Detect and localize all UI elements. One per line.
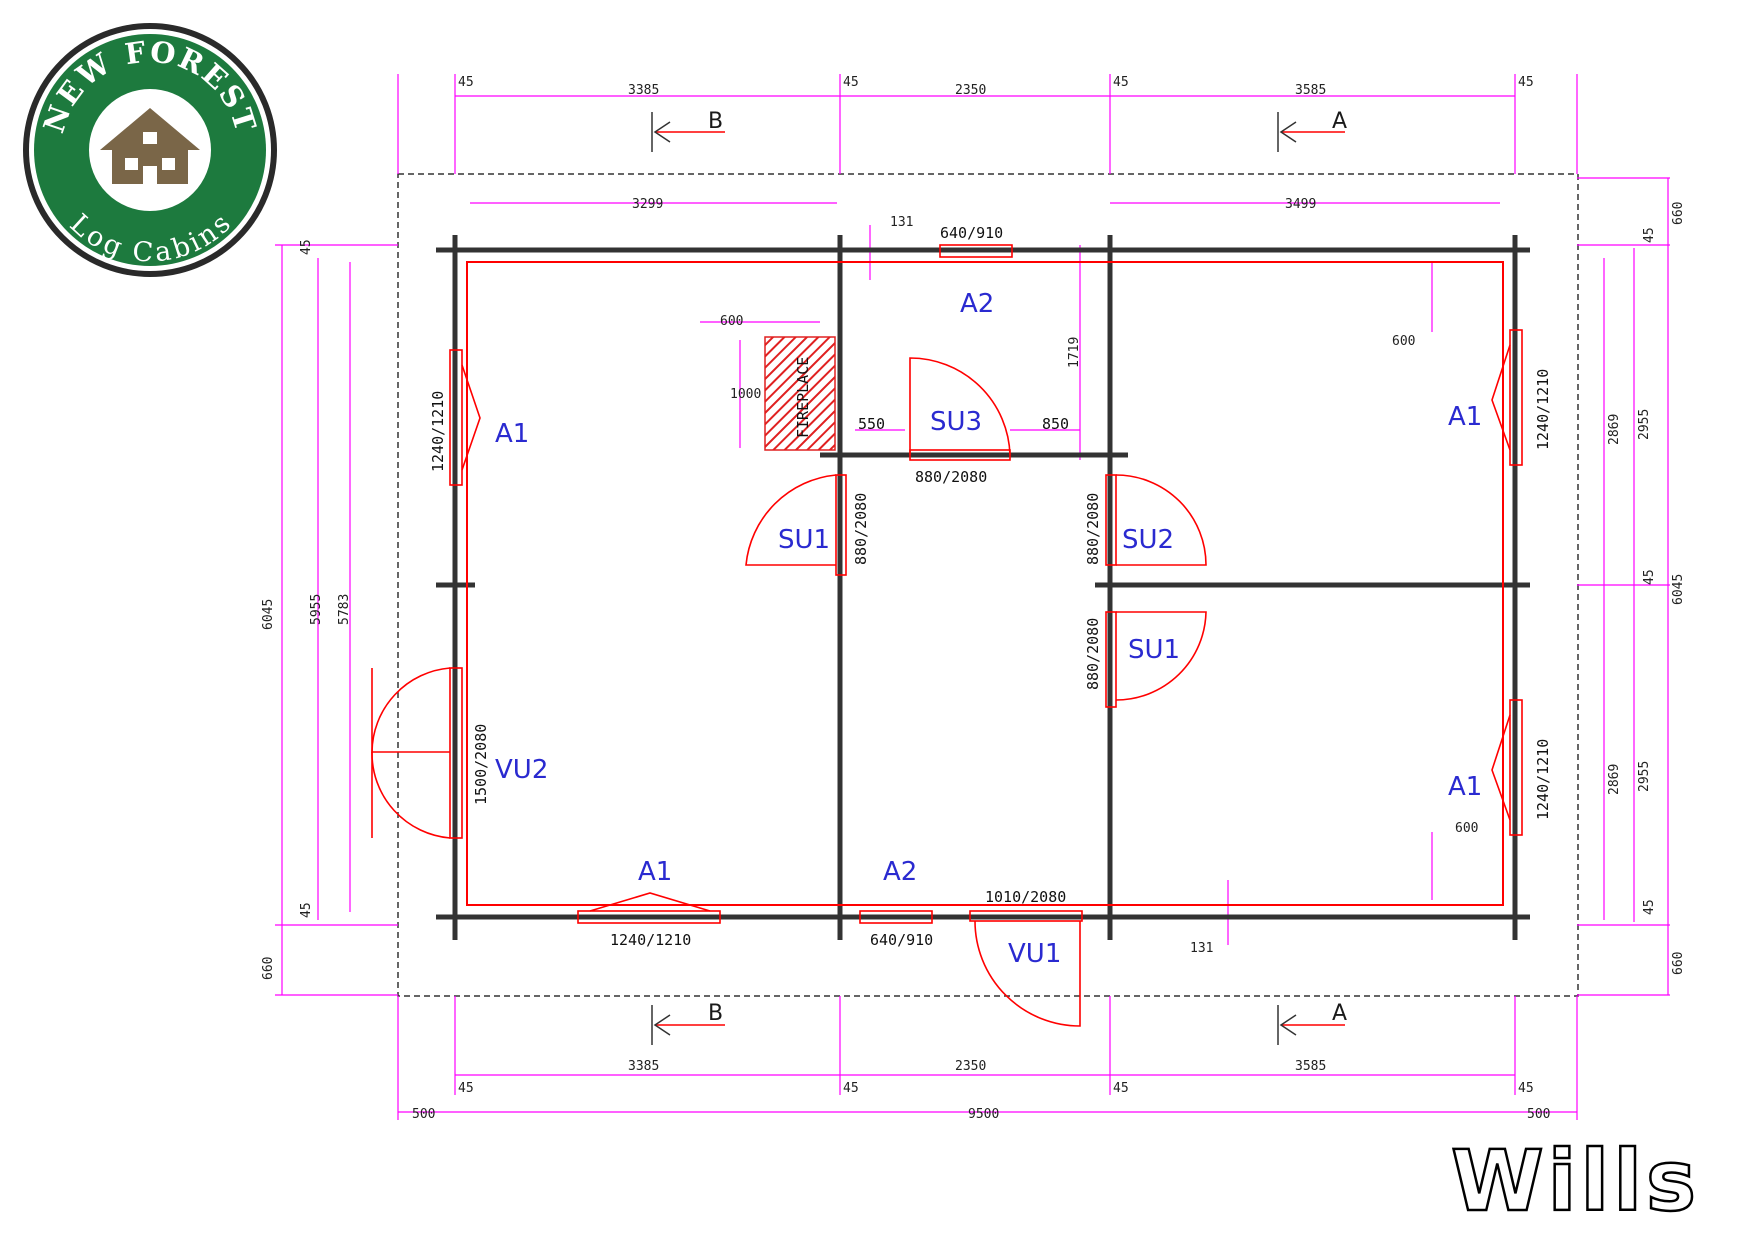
dim-fireplace-600: 600: [720, 314, 743, 329]
dim-right-45-bottom: 45: [1642, 899, 1657, 915]
dim-bottom-500b: 500: [1527, 1107, 1550, 1122]
dim-left-5955: 5955: [309, 594, 324, 625]
opening-a1-left-label: A1: [495, 419, 529, 449]
dim-bottom-45c: 45: [1113, 1081, 1129, 1096]
new-forest-logo: NEW FOREST Log Cabins: [23, 23, 277, 277]
section-markers: [651, 112, 1345, 1045]
opening-a1-left-size: 1240/1210: [429, 391, 447, 472]
dim-top-6: 45: [1518, 75, 1534, 90]
dim-131-bottom: 131: [1190, 941, 1213, 956]
opening-a1-right-top-size: 1240/1210: [1534, 369, 1552, 450]
opening-su1-left-label: SU1: [778, 525, 830, 555]
opening-su1-right-size: 880/2080: [1084, 618, 1102, 690]
dim-left-45-top: 45: [299, 239, 314, 255]
opening-vu2-label: VU2: [495, 755, 548, 785]
dim-right-45-top: 45: [1642, 227, 1657, 243]
opening-su1-left-size: 880/2080: [852, 493, 870, 565]
dim-bottom-2350: 2350: [955, 1059, 986, 1074]
opening-vu2-size: 1500/2080: [472, 724, 490, 805]
opening-a1-bottom-label: A1: [638, 857, 672, 887]
cabin-title: Wills: [1451, 1132, 1700, 1230]
dimension-lines: [275, 74, 1670, 1120]
dim-bottom-3385: 3385: [628, 1059, 659, 1074]
dim-top-4: 45: [1113, 75, 1129, 90]
log-walls: [436, 235, 1530, 940]
dim-fireplace-1000: 1000: [730, 387, 761, 402]
dim-550: 550: [858, 415, 885, 433]
section-b-top: B: [708, 109, 723, 134]
dim-left-5783: 5783: [337, 594, 352, 625]
section-a-top: A: [1332, 109, 1347, 134]
dim-bottom-45b: 45: [843, 1081, 859, 1096]
dim-right-2869-top: 2869: [1607, 414, 1622, 445]
dim-left-660: 660: [261, 957, 276, 980]
dim-left-45-bottom: 45: [299, 902, 314, 918]
dim-bottom-3585: 3585: [1295, 1059, 1326, 1074]
dim-3299: 3299: [632, 197, 663, 212]
opening-vu1-label: VU1: [1008, 939, 1061, 969]
dim-right-660-bottom: 660: [1671, 952, 1686, 975]
dim-850: 850: [1042, 415, 1069, 433]
opening-vu1-size: 1010/2080: [985, 888, 1066, 906]
opening-a1-right-bottom-label: A1: [1448, 772, 1482, 802]
dim-right-6045: 6045: [1671, 574, 1686, 605]
dim-640-910-top: 640/910: [940, 224, 1003, 242]
dim-bottom-45d: 45: [1518, 1081, 1534, 1096]
dim-top-0: 45: [458, 75, 474, 90]
opening-su2-size: 880/2080: [1084, 493, 1102, 565]
dim-right-2869-bottom: 2869: [1607, 764, 1622, 795]
house-icon: [100, 108, 200, 184]
section-b-bottom: B: [708, 1001, 723, 1026]
opening-a1-bottom-size: 1240/1210: [610, 931, 691, 949]
dim-right-2955-bottom: 2955: [1637, 761, 1652, 792]
opening-su3-label: SU3: [930, 407, 982, 437]
dim-1719: 1719: [1067, 337, 1082, 368]
dim-top-1: 3385: [628, 83, 659, 98]
openings-graphics: [371, 244, 1523, 1027]
dim-right-660-top: 660: [1671, 202, 1686, 225]
fireplace-block: [764, 336, 836, 451]
opening-a1-right-top-label: A1: [1448, 402, 1482, 432]
dim-right-45-mid: 45: [1642, 569, 1657, 585]
dim-top-3: 2350: [955, 83, 986, 98]
dim-right-600-bottom: 600: [1455, 821, 1478, 836]
fireplace-label: FIREPLACE: [794, 357, 812, 438]
opening-su2-label: SU2: [1122, 525, 1174, 555]
opening-su3-size: 880/2080: [915, 468, 987, 486]
opening-su1-right-label: SU1: [1128, 635, 1180, 665]
dim-3499: 3499: [1285, 197, 1316, 212]
dim-right-2955-top: 2955: [1637, 409, 1652, 440]
opening-a2-top-label: A2: [960, 289, 994, 319]
dim-bottom-45a: 45: [458, 1081, 474, 1096]
dim-131-top: 131: [890, 215, 913, 230]
dim-bottom-500a: 500: [412, 1107, 435, 1122]
dim-bottom-9500: 9500: [968, 1107, 999, 1122]
opening-a1-right-bottom-size: 1240/1210: [1534, 739, 1552, 820]
opening-a2-bottom-size: 640/910: [870, 931, 933, 949]
dim-top-2: 45: [843, 75, 859, 90]
opening-a2-bottom-label: A2: [883, 857, 917, 887]
interior-outline: [466, 261, 1504, 906]
dim-top-5: 3585: [1295, 83, 1326, 98]
dim-right-600-top: 600: [1392, 334, 1415, 349]
section-a-bottom: A: [1332, 1001, 1347, 1026]
dim-left-6045: 6045: [261, 599, 276, 630]
